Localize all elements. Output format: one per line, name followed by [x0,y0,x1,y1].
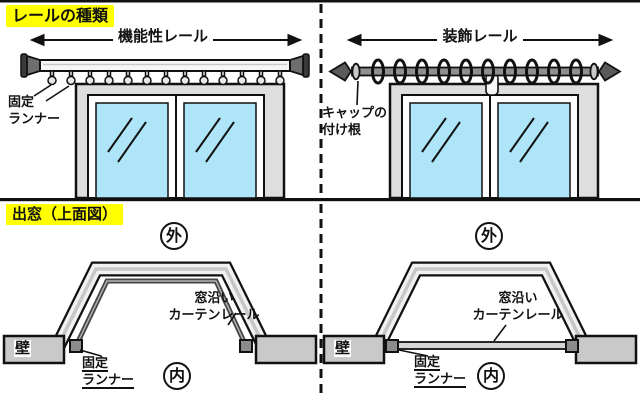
wall-block-left [2,334,66,365]
decorative-rail-label: 装飾レール [437,27,523,47]
fixed-runner-pointer-lines [33,84,70,102]
rail-rings [371,58,583,85]
inside-marker-right: 内 [477,362,505,390]
inside-marker-left: 内 [163,362,191,390]
rail-runners [47,70,285,86]
cap-base-callout: キャップの 付け根 [322,106,388,138]
top-border [0,0,640,3]
glass-reflection-lines [107,117,235,163]
fixed-runner-callout-top: 固定 ランナー [8,95,61,127]
horizontal-divider [0,198,640,202]
section-title-rail-types: レールの種類 [6,5,115,27]
fixed-runner-label-left: 固定 ランナー [82,356,135,388]
fixed-runner-label-right: 固定 ランナー [414,355,467,387]
bay-window-right [322,261,638,365]
rail-label-pointer-line [227,312,237,326]
functional-rail [20,53,310,86]
decorative-rail [328,58,622,85]
wall-block-left [322,334,386,365]
runner-label-pointer-line [79,349,102,357]
outside-marker-left: 外 [160,222,188,250]
fixed-runner-square [565,339,579,353]
functional-rail-label: 機能性レール [113,27,213,47]
cap-base-pointer-line [356,80,359,106]
wall-label-right: 壁 [334,339,352,358]
straight-rail [397,341,567,350]
outside-marker-right: 外 [475,222,503,250]
wall-block-right [254,334,318,365]
wall-label-left: 壁 [14,339,32,358]
fixed-runner-square [239,339,253,353]
glass-reflection-lines [421,117,549,163]
section-title-bay-window: 出窓（上面図） [6,204,124,225]
rail-label-pointer-line [493,324,507,342]
rail-along-window-label-left: 窓沿い カーテンレール [168,291,260,323]
fixed-runner-square [69,339,83,353]
fixed-runner-square [385,339,399,353]
bay-window-left [2,261,318,365]
rail-along-window-label-right: 窓沿い カーテンレール [472,291,564,323]
runner-label-pointer-line [398,349,429,357]
window-decorative [388,73,600,200]
wall-block-right [574,334,638,365]
window-functional [74,82,286,200]
